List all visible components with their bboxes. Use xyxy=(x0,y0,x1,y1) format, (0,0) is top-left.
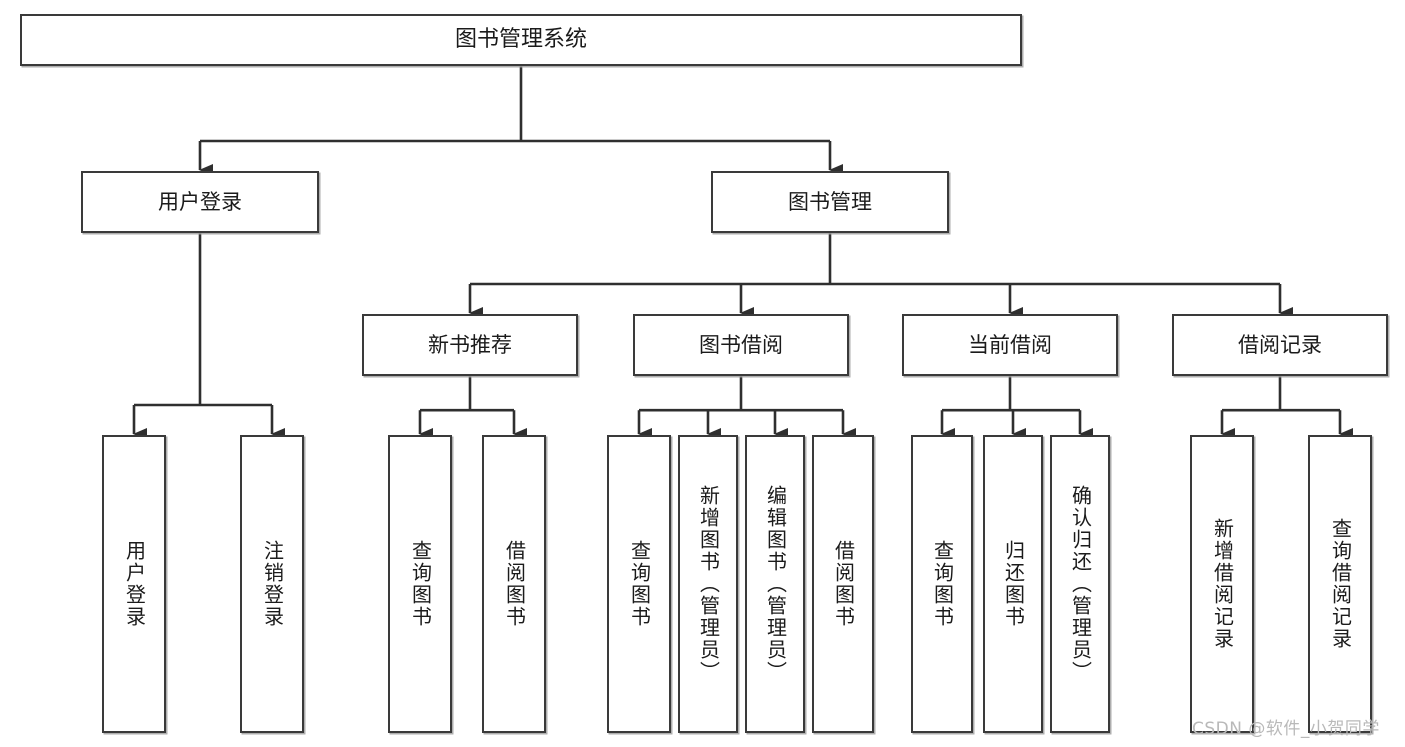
node-label: 编辑图书（管理员） xyxy=(763,485,788,683)
node-leaf-user-login[interactable]: 用户登录 xyxy=(102,435,166,733)
node-leaf-bo-query[interactable]: 查询图书 xyxy=(607,435,671,733)
node-label: 归还图书 xyxy=(1001,540,1026,628)
node-leaf-re-add[interactable]: 新增借阅记录 xyxy=(1190,435,1254,733)
node-label: 当前借阅 xyxy=(968,332,1052,357)
node-label: 借阅图书 xyxy=(831,540,856,628)
node-leaf-nb-borrow[interactable]: 借阅图书 xyxy=(482,435,546,733)
csdn-watermark: CSDN @软件_小贺同学 xyxy=(1192,719,1380,739)
node-label: 查询图书 xyxy=(930,540,955,628)
node-leaf-bo-borrow[interactable]: 借阅图书 xyxy=(812,435,874,733)
node-label: 图书管理 xyxy=(788,189,872,214)
node-leaf-bo-add[interactable]: 新增图书（管理员） xyxy=(678,435,738,733)
node-root[interactable]: 图书管理系统 xyxy=(20,14,1022,66)
node-leaf-cu-confirm[interactable]: 确认归还（管理员） xyxy=(1050,435,1110,733)
node-label: 图书借阅 xyxy=(699,332,783,357)
node-label: 查询借阅记录 xyxy=(1328,518,1353,650)
node-newbook[interactable]: 新书推荐 xyxy=(362,314,578,376)
node-borrow[interactable]: 图书借阅 xyxy=(633,314,849,376)
node-label: 图书管理系统 xyxy=(454,27,587,53)
node-label: 查询图书 xyxy=(627,540,652,628)
node-label: 用户登录 xyxy=(158,189,242,214)
node-leaf-bo-edit[interactable]: 编辑图书（管理员） xyxy=(745,435,805,733)
node-label: 查询图书 xyxy=(408,540,433,628)
node-current[interactable]: 当前借阅 xyxy=(902,314,1118,376)
node-label: 借阅记录 xyxy=(1238,332,1322,357)
node-label: 新书推荐 xyxy=(428,332,512,357)
node-records[interactable]: 借阅记录 xyxy=(1172,314,1388,376)
node-label: 借阅图书 xyxy=(502,540,527,628)
node-bookmgmt[interactable]: 图书管理 xyxy=(711,171,949,233)
node-label: 注销登录 xyxy=(260,540,285,628)
node-label: 新增借阅记录 xyxy=(1210,518,1235,650)
node-leaf-cu-query[interactable]: 查询图书 xyxy=(911,435,973,733)
node-label: 用户登录 xyxy=(122,540,147,628)
node-label: 新增图书（管理员） xyxy=(696,485,721,683)
node-leaf-re-query[interactable]: 查询借阅记录 xyxy=(1308,435,1372,733)
node-leaf-nb-query[interactable]: 查询图书 xyxy=(388,435,452,733)
node-leaf-user-logout[interactable]: 注销登录 xyxy=(240,435,304,733)
node-login[interactable]: 用户登录 xyxy=(81,171,319,233)
node-leaf-cu-return[interactable]: 归还图书 xyxy=(983,435,1043,733)
node-label: 确认归还（管理员） xyxy=(1068,485,1093,683)
